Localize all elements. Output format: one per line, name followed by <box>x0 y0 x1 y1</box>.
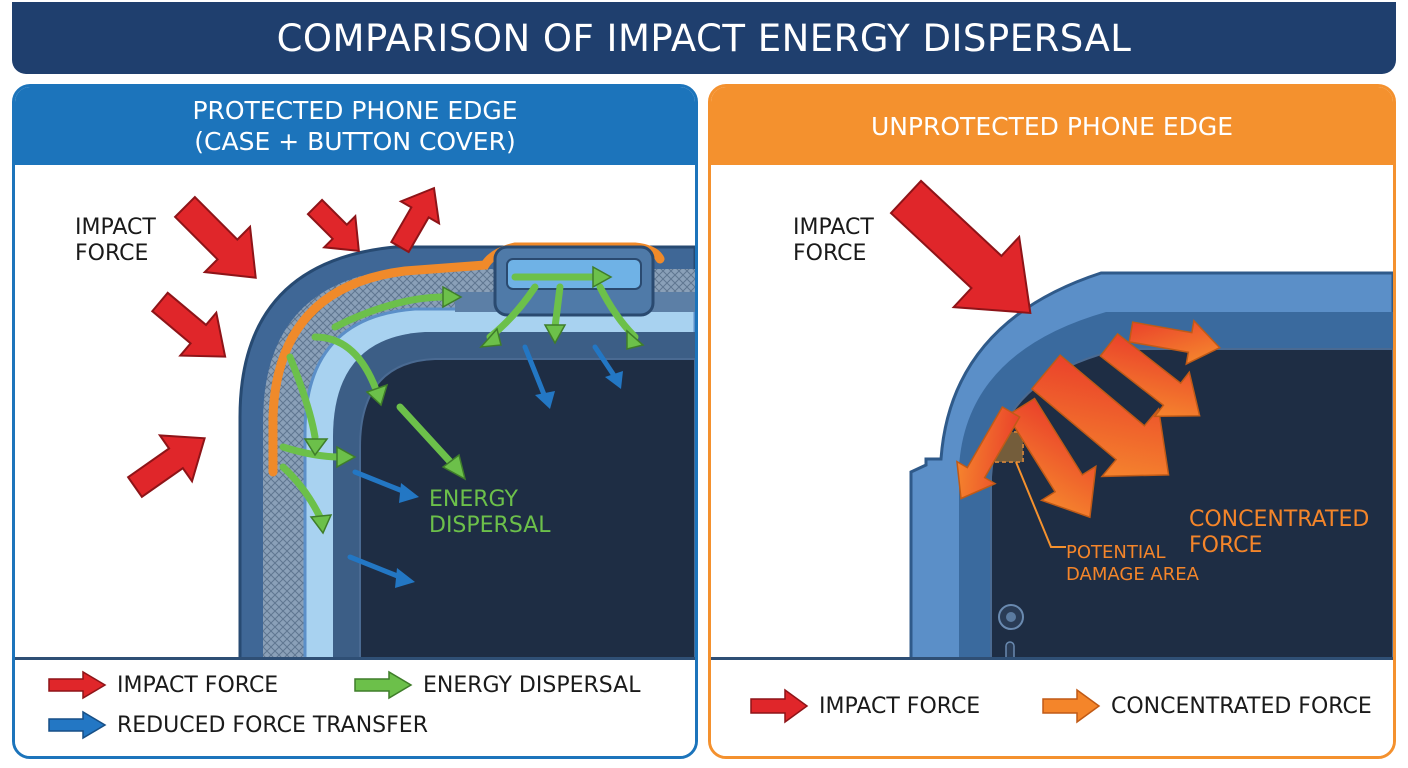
dispersal-arrow <box>551 283 564 331</box>
impact-arrow <box>889 179 1032 315</box>
reduced-arrowhead <box>399 483 419 503</box>
dispersal-arrowhead <box>626 329 645 350</box>
dispersal-arrowhead <box>441 453 467 481</box>
reduced-arrowheads <box>395 371 623 588</box>
dispersal-arrow <box>596 283 639 341</box>
concentrated-arrow <box>956 405 1021 500</box>
orange-arrow-icon <box>1042 688 1101 724</box>
impact-arrow <box>306 198 360 252</box>
impact-force-arrows <box>126 186 441 499</box>
dispersal-arrowhead <box>543 324 567 345</box>
protected-diagram <box>126 186 695 667</box>
concentrated-force-label: CONCENTRATED FORCE <box>1189 507 1370 558</box>
dispersal-arrow <box>311 333 379 391</box>
dispersal-arrowhead <box>303 438 329 457</box>
concentrated-arrow <box>1006 397 1097 519</box>
dispersal-arrow <box>286 353 319 441</box>
concentrated-force-arrows <box>956 319 1221 519</box>
title-bar: COMPARISON OF IMPACT ENERGY DISPERSAL <box>12 2 1396 74</box>
dispersal-arrow <box>279 443 344 461</box>
dispersal-arrowhead <box>479 327 502 348</box>
green-arrow-icon <box>354 670 413 700</box>
unprotected-panel-header: UNPROTECTED PHONE EDGE <box>711 87 1393 165</box>
dispersal-arrow <box>279 463 324 521</box>
reduced-arrow <box>352 469 408 495</box>
dispersal-arrowhead <box>336 445 357 469</box>
impact-arrow <box>173 195 257 279</box>
legend-reduced-force: REDUCED FORCE TRANSFER <box>47 710 428 740</box>
impact-arrow <box>150 291 227 358</box>
reduced-arrowhead <box>395 568 415 588</box>
protected-panel-header: PROTECTED PHONE EDGE (CASE + BUTTON COVE… <box>15 87 695 165</box>
red-arrow-icon <box>48 670 107 700</box>
protected-subheading: (CASE + BUTTON COVER) <box>194 127 516 156</box>
dispersal-arrowhead <box>442 285 463 309</box>
concentrated-arrow <box>1030 354 1170 478</box>
unprotected-impact-label: IMPACT FORCE <box>793 215 874 266</box>
dispersal-arrowhead <box>309 514 333 535</box>
unprotected-panel: UNPROTECTED PHONE EDGE <box>708 84 1396 759</box>
legend-impact-force: IMPACT FORCE <box>749 688 980 724</box>
legend-energy-dispersal: ENERGY DISPERSAL <box>353 670 640 700</box>
page-title: COMPARISON OF IMPACT ENERGY DISPERSAL <box>276 16 1132 60</box>
dispersal-arrowhead <box>592 265 613 289</box>
reduced-arrowhead <box>535 391 555 409</box>
dispersal-arrow <box>396 403 459 471</box>
dispersal-arrowhead <box>365 383 389 407</box>
reduced-arrowhead <box>605 371 623 389</box>
concentrated-arrow <box>1128 319 1221 366</box>
protected-legend: IMPACT FORCE ENERGY DISPERSAL REDUCED FO… <box>15 657 695 756</box>
legend-impact-force: IMPACT FORCE <box>47 670 278 700</box>
dispersal-arrow <box>331 293 449 331</box>
reduced-arrow <box>347 554 403 580</box>
phone-screen <box>359 358 695 667</box>
unprotected-diagram <box>889 179 1393 667</box>
impact-arrow <box>389 186 441 254</box>
unprotected-legend: IMPACT FORCE CONCENTRATED FORCE <box>711 657 1393 756</box>
protected-impact-label: IMPACT FORCE <box>75 215 156 266</box>
impact-arrow <box>126 434 206 499</box>
legend-concentrated-force: CONCENTRATED FORCE <box>1041 688 1372 724</box>
dispersal-arrowheads <box>303 265 645 535</box>
protected-heading: PROTECTED PHONE EDGE <box>192 96 518 125</box>
reduced-arrow <box>592 344 618 380</box>
red-arrow-icon <box>750 688 809 724</box>
damage-area-label: POTENTIAL DAMAGE AREA <box>1066 542 1199 585</box>
reduced-arrow <box>522 344 548 400</box>
damage-leader-line <box>1015 461 1066 548</box>
unprotected-heading: UNPROTECTED PHONE EDGE <box>870 111 1234 141</box>
blue-arrow-icon <box>48 710 107 740</box>
energy-dispersal-label: ENERGY DISPERSAL <box>429 487 551 538</box>
reduced-force-arrows <box>347 344 618 580</box>
protected-panel: PROTECTED PHONE EDGE (CASE + BUTTON COVE… <box>12 84 698 759</box>
concentrated-arrow <box>1099 332 1201 418</box>
